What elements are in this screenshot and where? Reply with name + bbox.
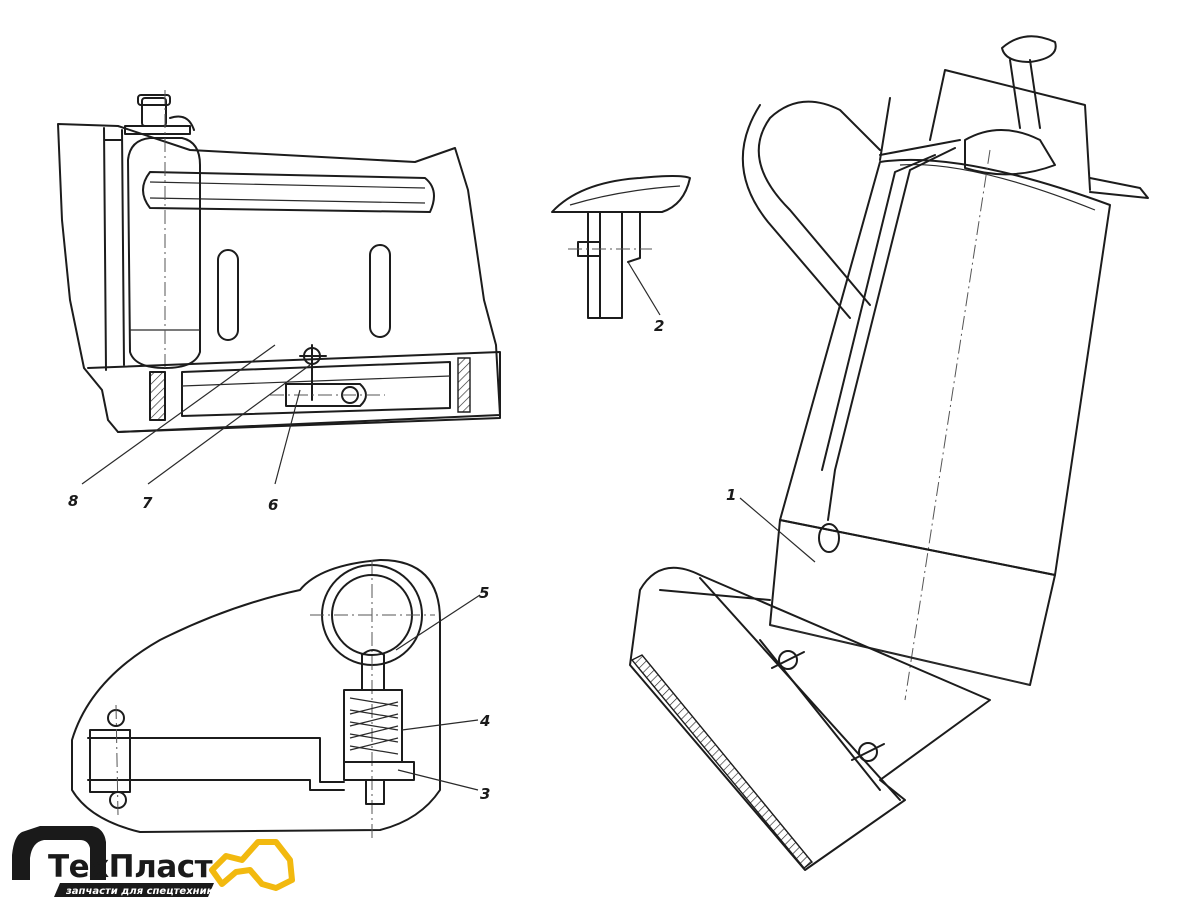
bolt-lower xyxy=(851,742,885,762)
clamp-node xyxy=(270,344,385,407)
view-bracket-detail xyxy=(551,175,691,319)
callout-8: 8 xyxy=(68,492,78,510)
logo-tagline: запчасти для спецтехники xyxy=(65,886,220,897)
callout-5: 5 xyxy=(479,584,489,602)
view-bottle-assembly xyxy=(629,35,1149,871)
bucket-accent-icon xyxy=(209,839,295,891)
callout-2: 2 xyxy=(654,317,664,335)
floor-channel xyxy=(87,351,501,433)
bolt-upper xyxy=(771,650,805,670)
callout-7: 7 xyxy=(142,494,153,512)
excavator-outline-icon xyxy=(12,826,106,880)
logo-brand-text: ТехПласт xyxy=(48,849,213,885)
callout-1: 1 xyxy=(726,486,736,504)
view-cab-wall-bottle xyxy=(57,90,501,485)
callout-6: 6 xyxy=(268,496,278,514)
techplast-logo: ТехПласт запчасти для спецтехники xyxy=(12,826,295,897)
callout-3: 3 xyxy=(480,785,490,803)
callout-4: 4 xyxy=(479,712,490,730)
view-spring-latch xyxy=(71,559,481,840)
